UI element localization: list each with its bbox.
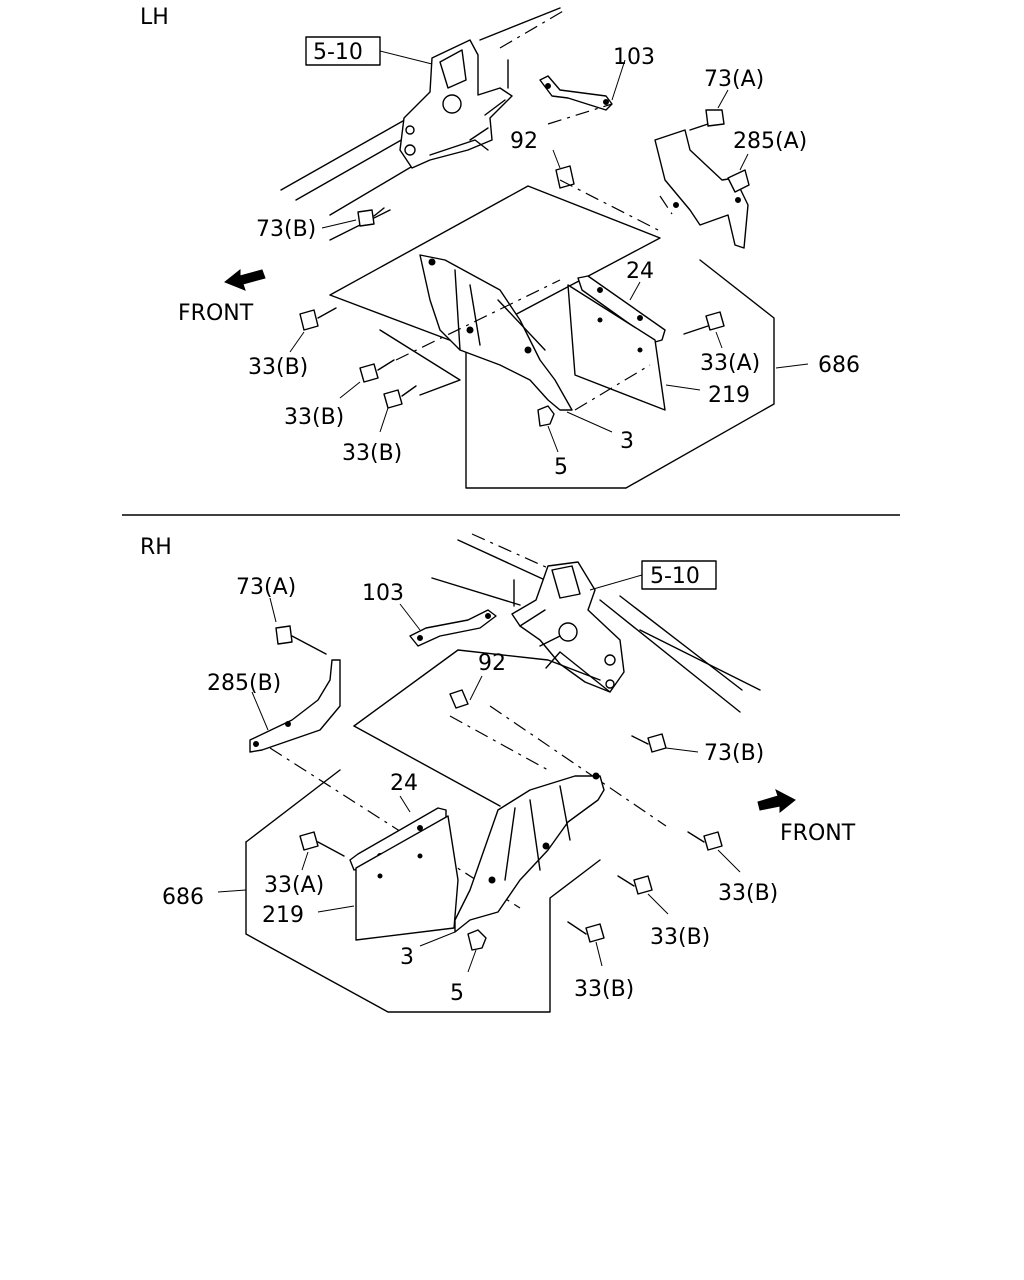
rh-front-arrow-icon	[757, 788, 796, 814]
rh-label-219: 219	[262, 903, 304, 928]
lh-label-24: 24	[626, 259, 654, 284]
lh-label-92: 92	[510, 129, 538, 154]
rh-section: RH 5-10 73(A) 103	[140, 533, 856, 1013]
lh-label-33b-2: 33(B)	[284, 405, 344, 430]
rh-label-103: 103	[362, 581, 404, 606]
rh-label-33b-2: 33(B)	[650, 925, 710, 950]
rh-label-73a: 73(A)	[236, 575, 296, 600]
rh-label-24: 24	[390, 771, 418, 796]
rh-label-5: 5	[450, 981, 464, 1006]
rh-label-686: 686	[162, 885, 204, 910]
lh-front-arrow-icon	[224, 268, 266, 291]
rh-label-285b: 285(B)	[207, 671, 281, 696]
lh-label-33b-3: 33(B)	[342, 441, 402, 466]
lh-label-103: 103	[613, 45, 655, 70]
lh-label-73a: 73(A)	[704, 67, 764, 92]
rh-label-33a: 33(A)	[264, 873, 324, 898]
rh-label-33b-3: 33(B)	[574, 977, 634, 1002]
rh-front-label: FRONT	[780, 821, 856, 846]
rh-label-73b: 73(B)	[704, 741, 764, 766]
lh-label-5: 5	[554, 455, 568, 480]
lh-label-33b-1: 33(B)	[248, 355, 308, 380]
lh-section: LH 5-10 103 73(A)	[140, 5, 860, 489]
lh-side-label: LH	[140, 5, 169, 30]
lh-front-label: FRONT	[178, 301, 254, 326]
lh-label-33a: 33(A)	[700, 351, 760, 376]
lh-label-73b: 73(B)	[256, 217, 316, 242]
lh-label-686: 686	[818, 353, 860, 378]
lh-refbox-label: 5-10	[313, 40, 363, 65]
rh-refbox-label: 5-10	[650, 564, 700, 589]
lh-label-219: 219	[708, 383, 750, 408]
lh-label-285a: 285(A)	[733, 129, 807, 154]
lh-refbox-frame	[305, 36, 381, 66]
rh-label-33b-1: 33(B)	[718, 881, 778, 906]
rh-label-3: 3	[400, 945, 414, 970]
lh-label-3: 3	[620, 429, 634, 454]
rh-side-label: RH	[140, 535, 172, 560]
